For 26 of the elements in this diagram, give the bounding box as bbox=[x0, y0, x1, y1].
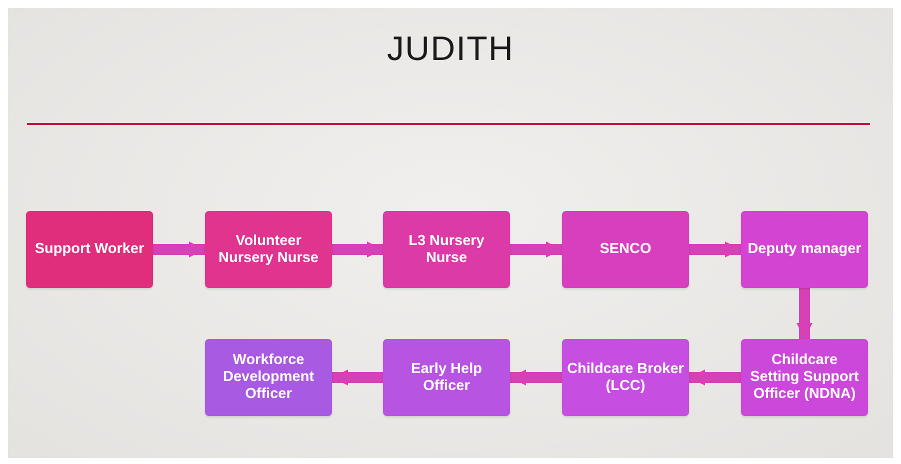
title: JUDITH bbox=[386, 30, 515, 69]
arrow bbox=[153, 242, 205, 258]
arrow bbox=[689, 242, 741, 258]
role-label: Volunteer Nursery Nurse bbox=[218, 232, 320, 266]
role-box bbox=[741, 211, 868, 288]
arrow bbox=[332, 242, 383, 258]
role-label: L3 Nursery Nurse bbox=[408, 232, 486, 266]
arrow bbox=[796, 288, 812, 339]
role-box bbox=[205, 339, 332, 416]
role-box bbox=[562, 339, 689, 416]
arrow bbox=[510, 370, 562, 386]
arrow bbox=[332, 370, 383, 386]
role-box bbox=[741, 339, 868, 416]
role-label: Support Worker bbox=[34, 241, 144, 258]
role-box bbox=[205, 211, 332, 288]
role-label: SENCO bbox=[600, 241, 652, 258]
arrow bbox=[510, 242, 562, 258]
role-box bbox=[26, 211, 153, 288]
role-label: Childcare Setting Support Officer (NDNA) bbox=[749, 352, 860, 403]
role-label: Childcare Broker (LCC) bbox=[567, 360, 684, 394]
role-label: Deputy manager bbox=[748, 241, 862, 258]
role-box bbox=[562, 211, 689, 288]
role-label: Workforce Development Officer bbox=[222, 352, 316, 403]
role-label: Early Help Officer bbox=[410, 360, 483, 394]
role-box bbox=[383, 339, 510, 416]
role-box bbox=[383, 211, 510, 288]
